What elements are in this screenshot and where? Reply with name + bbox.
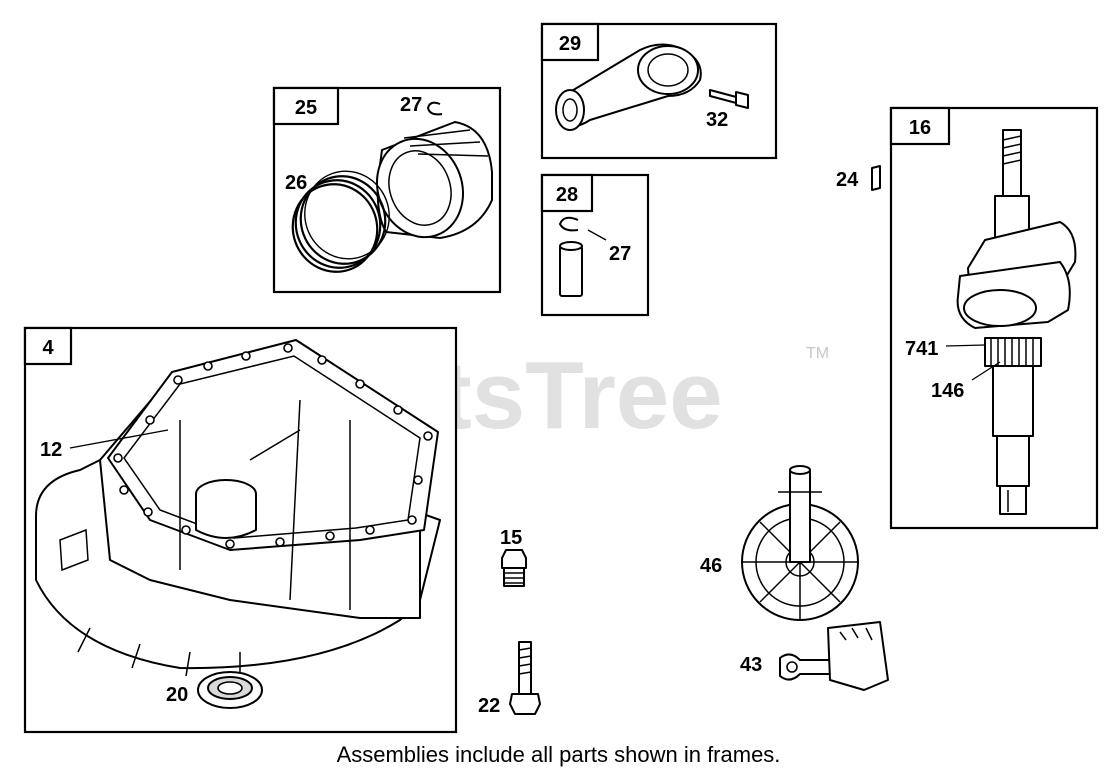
frame-tag-4-text: 4 [42, 337, 54, 359]
part-label-27-piston[interactable]: 27 [400, 94, 422, 116]
frame-tag-16-text: 16 [909, 117, 931, 139]
crankshaft-key-24[interactable]: 24 [836, 165, 881, 191]
frame-tag-29-text: 29 [559, 33, 581, 55]
wrist-pin-clip-icon [558, 216, 579, 232]
frame-tag-25 [272, 86, 340, 126]
frame-4-crankcase[interactable]: 4 [23, 326, 458, 734]
part-label-22[interactable]: 22 [478, 695, 500, 717]
frame-tag-29 [540, 22, 600, 62]
drain-plug-icon [501, 549, 527, 587]
frame-tag-25-text: 25 [295, 97, 317, 119]
piston-icon [375, 121, 493, 239]
diagram-caption: Assemblies include all parts shown in fr… [336, 742, 781, 767]
connecting-rod-icon [555, 43, 702, 131]
sump-bolt-22[interactable]: 22 [478, 641, 541, 717]
bolt-icon [509, 641, 541, 715]
key-icon [871, 165, 881, 191]
part-label-43[interactable]: 43 [740, 654, 762, 676]
frame-25-piston-assembly[interactable]: 25 27 26 [272, 86, 502, 294]
governor-gear-icon [741, 465, 859, 621]
part-label-20[interactable]: 20 [166, 684, 188, 706]
governor-gear-46[interactable]: 46 [700, 465, 859, 621]
frame-tag-28-text: 28 [556, 184, 578, 206]
frame-tag-16 [889, 106, 951, 146]
part-label-24[interactable]: 24 [836, 169, 859, 191]
watermark-trademark: TM [806, 345, 829, 362]
part-label-741[interactable]: 741 [905, 338, 938, 360]
oil-seal-icon [197, 671, 263, 709]
part-label-46[interactable]: 46 [700, 555, 722, 577]
part-label-15[interactable]: 15 [500, 527, 522, 549]
wrist-pin-icon [559, 241, 583, 297]
part-label-146[interactable]: 146 [931, 380, 964, 402]
crankcase-sump-icon [35, 339, 441, 677]
crankshaft-icon [956, 129, 1077, 515]
part-label-26[interactable]: 26 [285, 172, 307, 194]
circlip-icon [426, 101, 443, 116]
drain-plug-15[interactable]: 15 [500, 527, 527, 587]
governor-lever-icon [779, 621, 889, 691]
connecting-rod-bolt-icon [709, 89, 749, 109]
crankshaft-gear-icon [984, 337, 1042, 367]
frame-29-connecting-rod[interactable]: 29 32 [540, 22, 778, 160]
frame-tag-28 [540, 173, 594, 213]
part-label-27-clip[interactable]: 27 [609, 243, 631, 265]
frame-28-wrist-pin[interactable]: 28 27 [540, 173, 650, 317]
frame-16-crankshaft[interactable]: 16 741 146 [889, 106, 1099, 530]
governor-lever-43[interactable]: 43 [740, 621, 889, 691]
part-label-32[interactable]: 32 [706, 109, 728, 131]
frame-tag-4 [23, 326, 73, 366]
piston-rings-icon [291, 170, 390, 273]
part-label-12[interactable]: 12 [40, 439, 62, 461]
